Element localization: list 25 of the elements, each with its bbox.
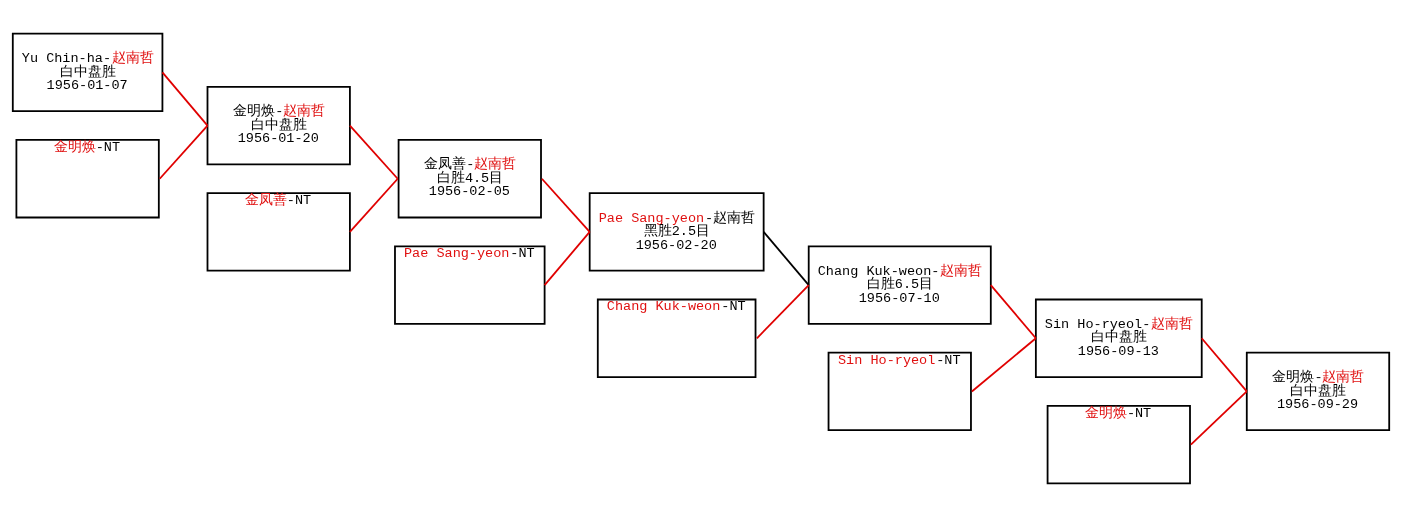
connector [349, 177, 399, 233]
connector [1190, 390, 1248, 446]
node-box: Pae Sang-yeon-NT [394, 245, 546, 325]
node-box: Chang Kuk-weon-赵南哲 白胜6.5目 1956-07-10 [807, 245, 992, 325]
connector [970, 337, 1037, 393]
connector [158, 124, 209, 180]
node-box: 金凤善-NT [206, 192, 351, 272]
node-box: 金明焕-赵南哲 白中盘胜 1956-09-29 [1245, 351, 1391, 432]
node-box: Sin Ho-ryeol-赵南哲 白中盘胜 1956-09-13 [1034, 298, 1203, 378]
connector [541, 177, 591, 233]
connector [989, 284, 1037, 340]
connector [543, 231, 591, 286]
node-box: 金明焕-NT [1046, 405, 1191, 485]
connector [349, 124, 399, 180]
node-box: Yu Chin-ha-赵南哲 白中盘胜 1956-01-07 [11, 32, 164, 113]
node-box: Pae Sang-yeon-赵南哲 黑胜2.5目 1956-02-20 [588, 192, 765, 272]
node-box: 金明焕-赵南哲 白中盘胜 1956-01-20 [206, 85, 351, 166]
connector [756, 284, 810, 340]
node-box: 金明焕-NT [15, 139, 160, 219]
node-box: Chang Kuk-weon-NT [596, 298, 757, 378]
node-box: Sin Ho-ryeol-NT [827, 351, 972, 432]
connector [1200, 337, 1248, 393]
connector [762, 231, 810, 286]
node-box: 金凤善-赵南哲 白胜4.5目 1956-02-05 [397, 139, 542, 219]
connector [161, 71, 209, 127]
